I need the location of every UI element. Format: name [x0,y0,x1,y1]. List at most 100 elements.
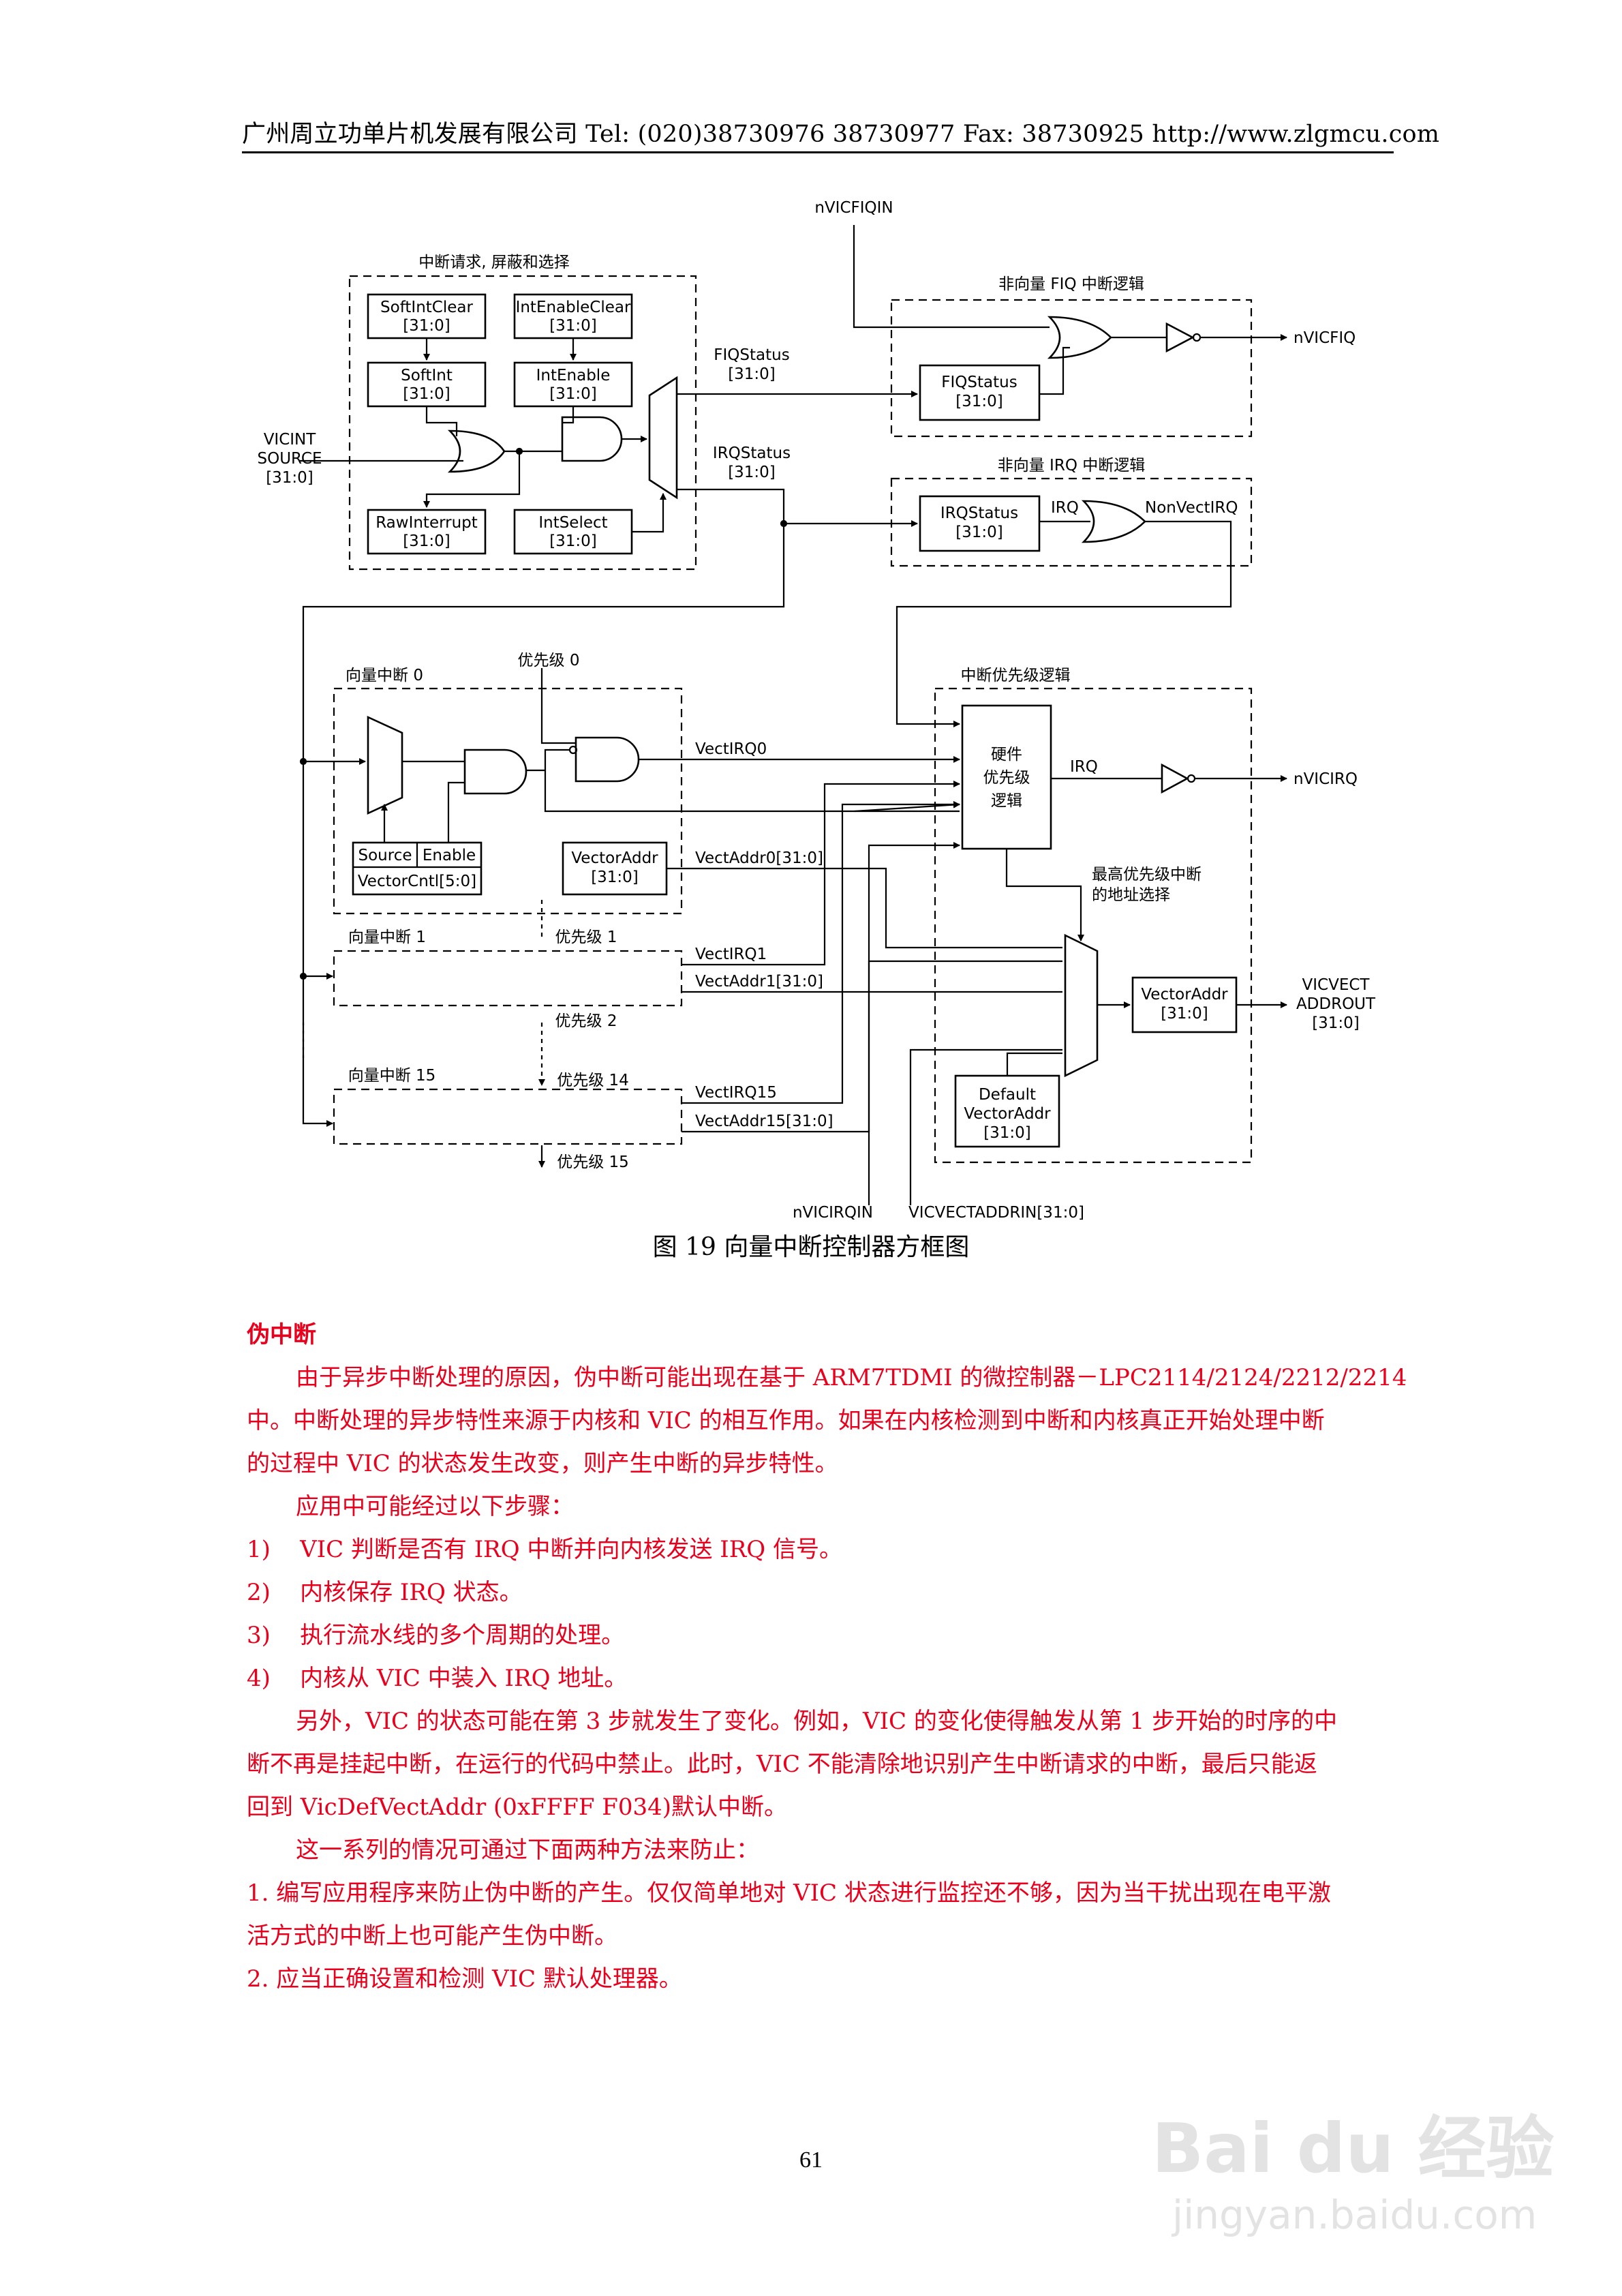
svg-text:[31:0]: [31:0] [1161,1005,1208,1023]
svg-text:优先级 14: 优先级 14 [557,1072,629,1089]
paragraph-line: 回到 VicDefVectAddr (0xFFFF F034)默认中断。 [247,1794,788,1821]
svg-text:SoftIntClear: SoftIntClear [380,299,473,316]
paragraph-line: 的过程中 VIC 的状态发生改变，则产生中断的异步特性。 [247,1450,838,1477]
svg-text:ADDROUT: ADDROUT [1296,995,1376,1013]
svg-text:SOURCE: SOURCE [258,450,322,468]
svg-text:[31:0]: [31:0] [955,393,1003,410]
svg-text:[31:0]: [31:0] [549,317,597,335]
svg-text:[31:0]: [31:0] [403,385,450,403]
label-nvicfiqin: nVICFIQIN [814,199,893,217]
label-vect0-group: 向量中断 0 [346,667,423,684]
section-title: 伪中断 [247,1321,316,1348]
svg-text:优先级: 优先级 [983,769,1030,787]
svg-text:Source: Source [358,847,412,864]
label-request-group: 中断请求, 屏蔽和选择 [418,254,570,271]
spurious-interrupt-section: 伪中断 由于异步中断处理的原因，伪中断可能出现在基于 ARM7TDMI 的微控制… [247,1316,1407,2004]
svg-text:NonVectIRQ: NonVectIRQ [1145,499,1238,517]
group-box-request [348,275,697,571]
label-fiq-group: 非向量 FIQ 中断逻辑 [998,275,1144,293]
svg-text:优先级 15: 优先级 15 [557,1153,629,1171]
addr-out-mux [1064,933,1099,1078]
svg-text:优先级 2: 优先级 2 [555,1012,617,1030]
label-irq-group: 非向量 IRQ 中断逻辑 [998,457,1146,474]
group-box-vect15 [333,1088,683,1145]
list-item: 4) 内核从 VIC 中装入 IRQ 地址。 [247,1665,628,1692]
svg-text:[31:0]: [31:0] [266,469,313,487]
list-item: 1) VIC 判断是否有 IRQ 中断并向内核发送 IRQ 信号。 [247,1536,842,1563]
svg-text:逻辑: 逻辑 [991,792,1022,810]
svg-text:Enable: Enable [423,847,476,864]
page-header: 广州周立功单片机发展有限公司 Tel: (020)38730976 387309… [242,121,1440,148]
vect0-mux [367,715,403,815]
svg-text:SoftInt: SoftInt [401,367,453,384]
svg-text:nVICFIQ: nVICFIQ [1294,329,1356,347]
svg-text:[31:0]: [31:0] [549,385,597,403]
svg-text:优先级 0: 优先级 0 [518,652,580,669]
header-rule [242,151,1394,153]
svg-text:[31:0]: [31:0] [591,868,639,886]
svg-text:IRQ: IRQ [1070,758,1098,776]
svg-text:[31:0]: [31:0] [1312,1014,1360,1032]
svg-text:VectorAddr: VectorAddr [571,849,658,867]
svg-text:IRQStatus: IRQStatus [713,444,791,462]
svg-text:[31:0]: [31:0] [403,532,450,550]
svg-text:VectIRQ0: VectIRQ0 [695,740,767,758]
svg-text:VectAddr0[31:0]: VectAddr0[31:0] [695,849,823,867]
svg-text:VectorAddr: VectorAddr [964,1105,1051,1123]
paragraph-line: 应用中可能经过以下步骤： [296,1493,574,1520]
svg-text:VectorCntl[5:0]: VectorCntl[5:0] [358,873,476,890]
list-item: 3) 执行流水线的多个周期的处理。 [247,1622,625,1649]
inverter-irq [1161,763,1189,794]
or-gate-source [447,429,506,473]
group-box-vect1 [333,950,683,1007]
svg-text:VectAddr1[31:0]: VectAddr1[31:0] [695,973,823,991]
inverter-fiq [1165,322,1195,353]
group-box-fiq [890,299,1253,438]
fiq-status-block [919,364,1041,421]
list-item: 2. 应当正确设置和检测 VIC 默认处理器。 [247,1965,682,1993]
raw-interrupt-block [367,509,487,555]
svg-text:[31:0]: [31:0] [549,532,597,550]
svg-text:IRQStatus: IRQStatus [940,504,1018,522]
svg-text:优先级 1: 优先级 1 [555,928,617,946]
svg-text:VICINT: VICINT [264,431,317,449]
paragraph-line: 中。中断处理的异步特性来源于内核和 VIC 的相互作用。如果在内核检测到中断和内… [247,1407,1325,1434]
paragraph-line: 活方式的中断上也可能产生伪中断。 [247,1922,617,1950]
vic-block-diagram: nVICFIQIN 中断请求, 屏蔽和选择 非向量 FIQ 中断逻辑 非向量 I… [258,199,1376,1220]
svg-text:[31:0]: [31:0] [983,1124,1031,1142]
label-priority-group: 中断优先级逻辑 [961,667,1071,684]
paragraph-line: 由于异步中断处理的原因，伪中断可能出现在基于 ARM7TDMI 的微控制器－LP… [296,1364,1407,1391]
svg-text:VectIRQ15: VectIRQ15 [695,1084,777,1102]
svg-text:[31:0]: [31:0] [955,524,1003,541]
group-box-irq [890,477,1253,567]
or-gate-irq [1081,500,1146,543]
svg-text:FIQStatus: FIQStatus [941,374,1017,391]
list-item: 1. 编写应用程序来防止伪中断的产生。仅仅简单地对 VIC 状态进行监控还不够，… [247,1879,1331,1907]
svg-text:FIQStatus: FIQStatus [714,346,789,364]
svg-text:IntEnableClear: IntEnableClear [516,299,631,316]
figure-caption: 图 19 向量中断控制器方框图 [652,1233,970,1261]
paragraph-line: 另外，VIC 的状态可能在第 3 步就发生了变化。例如，VIC 的变化使得触发从… [296,1708,1338,1735]
status-mux [648,376,678,500]
or-gate-fiq [1047,316,1112,359]
and-gate-enable [561,416,623,462]
svg-text:IRQ: IRQ [1051,499,1079,517]
label-vect15-group: 向量中断 15 [348,1067,436,1085]
svg-text:nVICIRQIN: nVICIRQIN [793,1204,873,1220]
group-box-priority [934,687,1253,1164]
svg-text:[31:0]: [31:0] [728,464,776,481]
label-addr-select-1: 最高优先级中断 [1092,866,1202,883]
svg-text:Default: Default [979,1086,1036,1104]
and-gate-vect0 [463,749,527,795]
svg-text:RawInterrupt: RawInterrupt [376,514,478,532]
label-vect1-group: 向量中断 1 [348,928,426,946]
label-addr-select-2: 的地址选择 [1092,886,1170,904]
nand-gate-vect0 [575,736,640,783]
paragraph-line: 断不再是挂起中断，在运行的代码中禁止。此时，VIC 不能清除地识别产生中断请求的… [247,1751,1317,1778]
svg-text:硬件: 硬件 [991,746,1022,764]
svg-text:[31:0]: [31:0] [403,317,450,335]
baidu-watermark: Bai du 经验 jingyan.baidu.com [1152,2059,1561,2263]
page-number: 61 [799,2147,823,2173]
svg-text:IntEnable: IntEnable [536,367,611,384]
svg-text:VICVECTADDRIN[31:0]: VICVECTADDRIN[31:0] [908,1204,1084,1220]
